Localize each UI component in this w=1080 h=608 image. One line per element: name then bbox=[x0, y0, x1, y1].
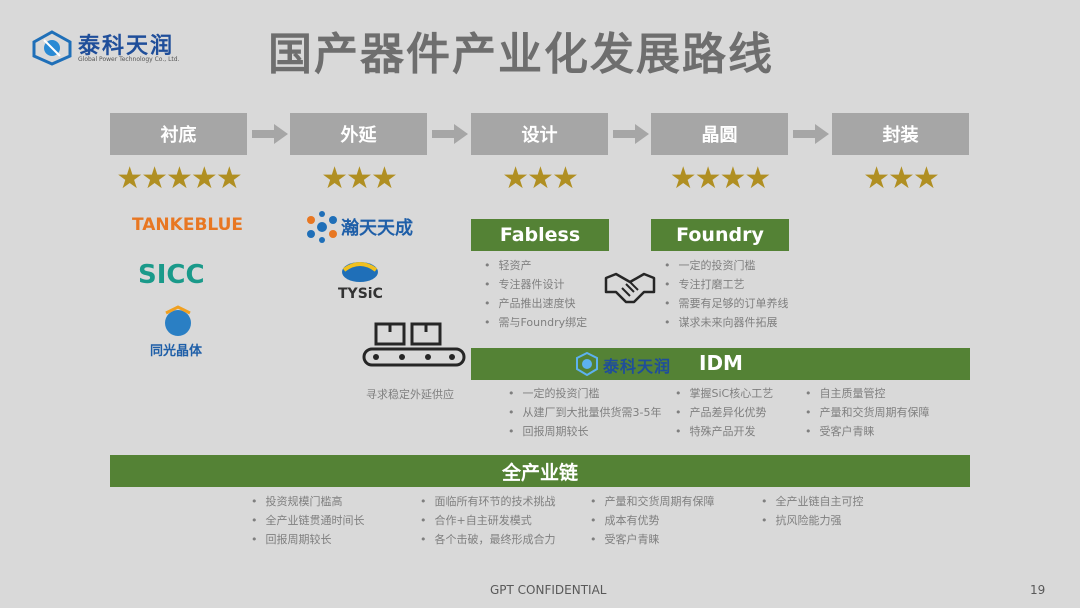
hantian-logo: 瀚天天成 bbox=[341, 218, 413, 239]
list-item: 一定的投资门槛 bbox=[664, 256, 789, 275]
full-chain-col4: 全产业链自主可控 抗风险能力强 bbox=[761, 492, 864, 530]
arrow-right-icon bbox=[432, 124, 468, 144]
idm-bullets-col2: 掌握SiC核心工艺 产品差异化优势 特殊产品开发 bbox=[675, 384, 774, 441]
list-item: 特殊产品开发 bbox=[675, 422, 773, 441]
company-logo: 泰科天润 Global Power Technology Co., Ltd. bbox=[30, 26, 190, 70]
list-item: 需与Foundry绑定 bbox=[484, 313, 588, 332]
foundry-label: Foundry bbox=[651, 219, 789, 251]
full-chain-col2: 面临所有环节的技术挑战 合作+自主研发模式 各个击破，最终形成合力 bbox=[420, 492, 556, 549]
idm-bullets-col1: 一定的投资门槛 从建厂到大批量供货需3-5年 回报周期较长 bbox=[508, 384, 662, 441]
epi-caption: 寻求稳定外延供应 bbox=[366, 388, 454, 401]
company-logo-icon bbox=[576, 352, 598, 376]
tongguang-logo-icon bbox=[165, 305, 191, 336]
step-wafer: 晶圆 bbox=[651, 113, 788, 155]
footer-confidential: GPT CONFIDENTIAL bbox=[490, 583, 607, 597]
rating-stars-substrate: ★★★★★ bbox=[116, 161, 242, 196]
list-item: 回报周期较长 bbox=[508, 422, 661, 441]
list-item: 产量和交货周期有保障 bbox=[590, 492, 715, 511]
list-item: 投资规模门槛高 bbox=[251, 492, 365, 511]
idm-company-logo: 泰科天润 bbox=[603, 357, 672, 376]
page-title: 国产器件产业化发展路线 bbox=[268, 29, 774, 80]
rating-stars-epitaxy: ★★★ bbox=[321, 161, 398, 196]
step-packaging: 封装 bbox=[832, 113, 969, 155]
foundry-bullets: 一定的投资门槛 专注打磨工艺 需要有足够的订单养线 谋求未来向器件拓展 bbox=[664, 256, 789, 332]
list-item: 需要有足够的订单养线 bbox=[664, 294, 789, 313]
tysic-logo-icon bbox=[342, 262, 378, 282]
page-number: 19 bbox=[1030, 583, 1046, 597]
arrow-right-icon bbox=[793, 124, 829, 144]
list-item: 产品差异化优势 bbox=[675, 403, 773, 422]
list-item: 从建厂到大批量供货需3-5年 bbox=[508, 403, 662, 422]
rating-stars-wafer: ★★★★ bbox=[669, 161, 772, 196]
list-item: 成本有优势 bbox=[590, 511, 715, 530]
full-chain-col1: 投资规模门槛高 全产业链贯通时间长 回报周期较长 bbox=[251, 492, 365, 549]
rating-stars-design: ★★★ bbox=[502, 161, 579, 196]
list-item: 面临所有环节的技术挑战 bbox=[420, 492, 556, 511]
step-epitaxy: 外延 bbox=[290, 113, 427, 155]
list-item: 合作+自主研发模式 bbox=[420, 511, 556, 530]
tongguang-logo: 同光晶体 bbox=[150, 344, 203, 359]
arrow-right-icon bbox=[613, 124, 649, 144]
list-item: 全产业链自主可控 bbox=[761, 492, 864, 511]
tysic-logo: TYSiC bbox=[338, 286, 383, 302]
sicc-logo: SICC bbox=[138, 260, 205, 290]
idm-bar: 泰科天润 IDM bbox=[471, 348, 970, 380]
company-logo-icon bbox=[32, 30, 72, 66]
hantian-logo-icon bbox=[307, 211, 337, 243]
fabless-bullets: 轻资产 专注器件设计 产品推出速度快 需与Foundry绑定 bbox=[484, 256, 588, 332]
list-item: 回报周期较长 bbox=[251, 530, 365, 549]
list-item: 各个击破，最终形成合力 bbox=[420, 530, 556, 549]
list-item: 产品推出速度快 bbox=[484, 294, 587, 313]
tankeblue-logo: TANKEBLUE bbox=[132, 215, 244, 235]
company-subtitle: Global Power Technology Co., Ltd. bbox=[78, 56, 180, 63]
step-substrate: 衬底 bbox=[110, 113, 247, 155]
company-name: 泰科天润 bbox=[78, 34, 175, 59]
list-item: 受客户青睐 bbox=[590, 530, 715, 549]
list-item: 产量和交货周期有保障 bbox=[805, 403, 930, 422]
list-item: 全产业链贯通时间长 bbox=[251, 511, 365, 530]
list-item: 谋求未来向器件拓展 bbox=[664, 313, 789, 332]
arrow-right-icon bbox=[252, 124, 288, 144]
rating-stars-packaging: ★★★ bbox=[863, 161, 940, 196]
list-item: 专注器件设计 bbox=[484, 275, 587, 294]
step-design: 设计 bbox=[471, 113, 608, 155]
list-item: 受客户青睐 bbox=[805, 422, 930, 441]
conveyor-icon bbox=[362, 322, 466, 367]
full-chain-label: 全产业链 bbox=[110, 455, 970, 487]
idm-bullets-col3: 自主质量管控 产量和交货周期有保障 受客户青睐 bbox=[805, 384, 930, 441]
list-item: 抗风险能力强 bbox=[761, 511, 864, 530]
list-item: 掌握SiC核心工艺 bbox=[675, 384, 774, 403]
list-item: 一定的投资门槛 bbox=[508, 384, 661, 403]
list-item: 轻资产 bbox=[484, 256, 587, 275]
handshake-icon bbox=[604, 272, 656, 304]
full-chain-col3: 产量和交货周期有保障 成本有优势 受客户青睐 bbox=[590, 492, 715, 549]
list-item: 专注打磨工艺 bbox=[664, 275, 789, 294]
fabless-label: Fabless bbox=[471, 219, 609, 251]
list-item: 自主质量管控 bbox=[805, 384, 930, 403]
idm-label: IDM bbox=[699, 351, 743, 375]
